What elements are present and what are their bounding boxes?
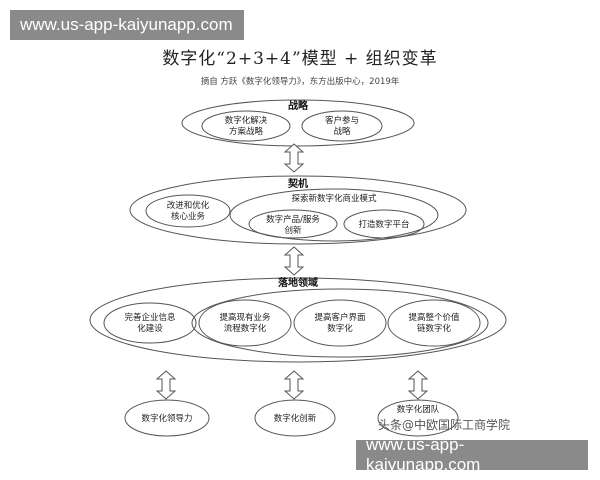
diagram-title: 数字化“2+3+4”模型 + 组织变革 [162, 49, 438, 69]
opportunity-group-ellipse [229, 188, 439, 242]
landing-node-1 [198, 299, 292, 347]
opportunity-node-1-line1: 数字产品/服务 [266, 214, 320, 225]
landing-node-2 [293, 299, 387, 347]
arrow-to-outcome-3 [408, 370, 428, 400]
watermark-top: www.us-app-kaiyunapp.com [10, 10, 244, 40]
outcome-node-1 [124, 399, 210, 437]
diagram-subtitle: 摘自 方跃《数字化领导力》，东方出版中心，2019年 [200, 77, 400, 87]
outcome-node-2 [254, 399, 336, 437]
landing-node-3-line2: 链数字化 [417, 323, 452, 334]
arrow-strategy-opportunity [284, 143, 304, 173]
outcome-node-3 [377, 399, 459, 437]
landing-node-1-line2: 流程数字化 [224, 323, 267, 334]
strategy-node-2-line1: 客户参与 [325, 115, 359, 126]
strategy-node-1-line2: 方案战略 [229, 126, 264, 137]
landing-node-2-line2: 数字化 [327, 323, 353, 334]
outcome-node-3-label: 数字化团队 [397, 404, 440, 415]
arrow-opportunity-landing [284, 246, 304, 276]
opportunity-node-2-label: 打造数字平台 [358, 219, 409, 230]
landing-node-1-line1: 提高现有业务 [219, 312, 271, 323]
landing-node-3-line1: 提高整个价值 [408, 312, 460, 323]
opportunity-ellipse [129, 175, 467, 245]
outcome-node-1-label: 数字化领导力 [141, 413, 192, 424]
opportunity-node-1 [248, 209, 338, 239]
opportunity-title: 契机 [288, 177, 308, 190]
landing-node-3 [387, 299, 481, 347]
arrow-to-outcome-2 [284, 370, 304, 400]
opportunity-node-1-line2: 创新 [284, 225, 302, 236]
opportunity-left-line2: 核心业务 [171, 211, 206, 222]
landing-left-line2: 化建设 [137, 323, 163, 334]
watermark-bottom: www.us-app-kaiyunapp.com [356, 435, 588, 474]
landing-left-line1: 完善企业信息 [124, 312, 176, 323]
outcome-node-2-label: 数字化创新 [274, 413, 317, 424]
opportunity-node-2 [343, 209, 425, 239]
source-credit: 头条@中欧国际工商学院 [378, 418, 511, 432]
landing-group-ellipse [191, 288, 489, 358]
opportunity-left-node [145, 194, 231, 228]
strategy-node-1 [201, 110, 291, 142]
opportunity-group-title: 探索新数字化商业模式 [291, 193, 377, 204]
arrow-to-outcome-1 [156, 370, 176, 400]
landing-node-2-line1: 提高客户界面 [314, 312, 366, 323]
landing-title: 落地领域 [278, 276, 318, 289]
strategy-node-2 [301, 110, 383, 142]
strategy-node-1-line1: 数字化解决 [225, 115, 268, 126]
landing-left-node [103, 302, 197, 344]
landing-ellipse [89, 277, 507, 363]
opportunity-left-line1: 改进和优化 [167, 200, 210, 211]
strategy-node-2-line2: 战略 [333, 126, 351, 137]
strategy-title: 战略 [288, 99, 309, 112]
strategy-ellipse [181, 99, 415, 147]
